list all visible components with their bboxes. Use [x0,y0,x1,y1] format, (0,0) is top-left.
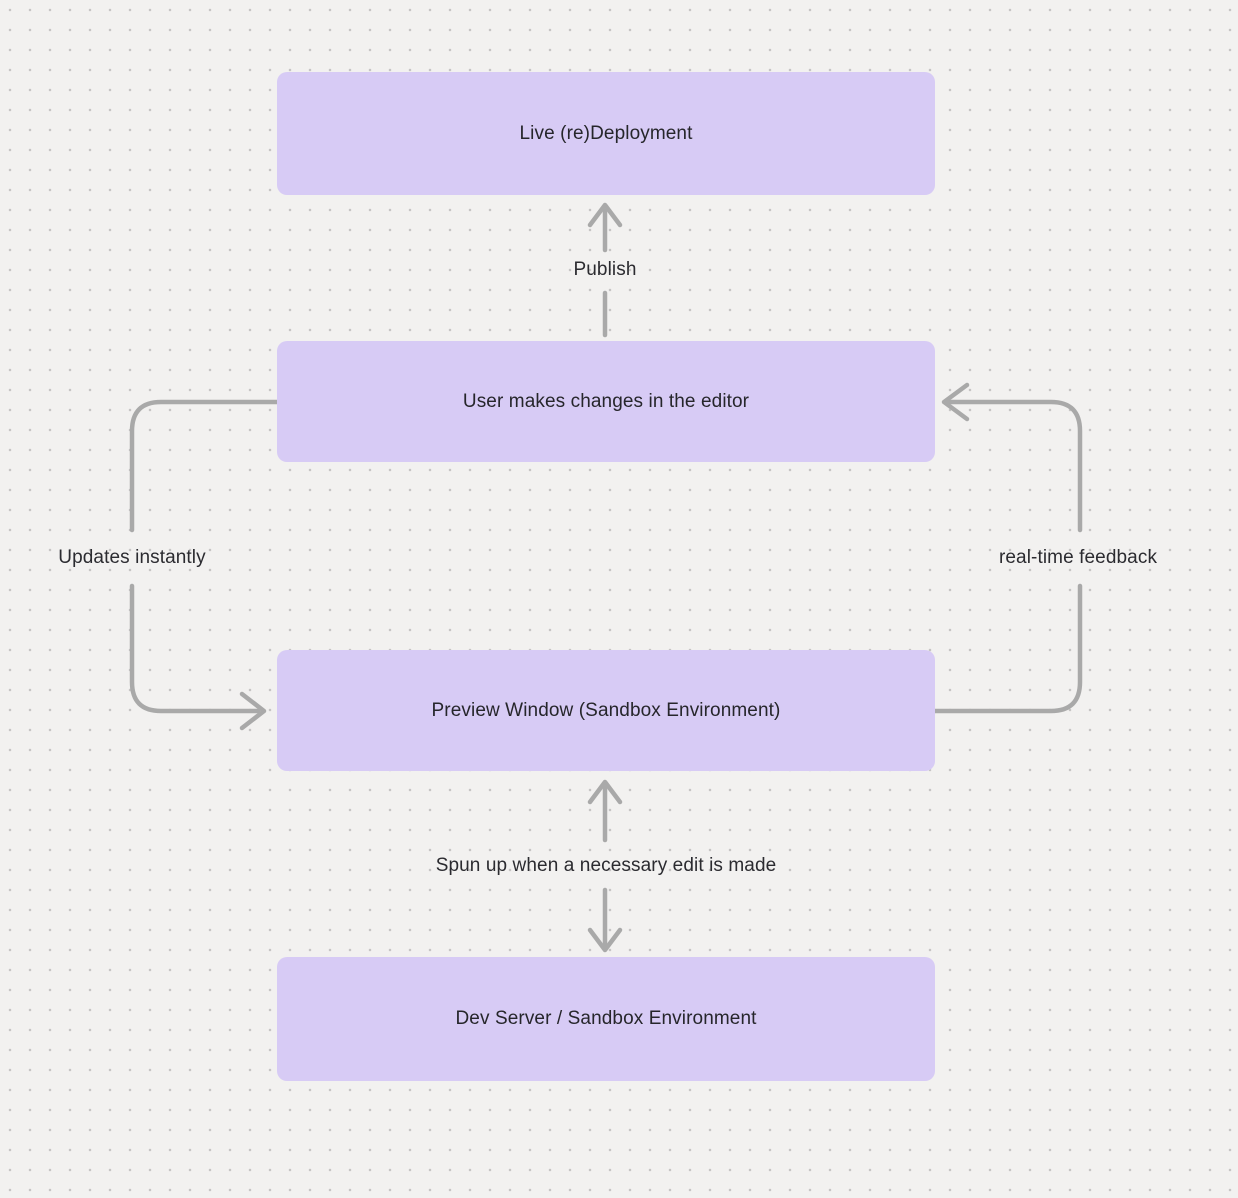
edge-updates-line-lower[interactable] [129,583,261,714]
edge-label-real-time-feedback: real-time feedback [998,547,1158,568]
node-label: Live (re)Deployment [519,122,693,144]
edge-updates-instantly[interactable] [129,399,280,731]
edge-updates-line-upper[interactable] [129,399,280,533]
edge-label-publish: Publish [573,259,637,280]
edge-publish[interactable] [587,202,623,338]
arrowhead-left-icon [941,382,970,422]
node-label: Dev Server / Sandbox Environment [455,1008,757,1029]
node-dev-server[interactable]: Dev Server / Sandbox Environment [277,957,935,1081]
edge-label-updates-instantly: Updates instantly [58,547,206,568]
edge-real-time-feedback[interactable] [932,382,1083,714]
node-live-redeployment[interactable]: Live (re)Deployment [277,72,935,195]
arrowhead-up-icon [587,779,623,805]
arrowhead-up-icon [587,202,623,228]
edge-feedback-line-lower[interactable] [932,583,1083,714]
arrowhead-right-icon [239,691,267,731]
node-label: User makes changes in the editor [462,390,750,412]
arrowhead-down-icon [587,927,623,953]
node-label: Preview Window (Sandbox Environment) [431,699,781,721]
edge-label-spun-up: Spun up when a necessary edit is made [435,855,777,876]
node-preview-window[interactable]: Preview Window (Sandbox Environment) [277,650,935,771]
node-user-makes-changes[interactable]: User makes changes in the editor [277,341,935,462]
edge-spun-up[interactable] [587,779,623,953]
edge-feedback-line-upper[interactable] [946,399,1083,533]
